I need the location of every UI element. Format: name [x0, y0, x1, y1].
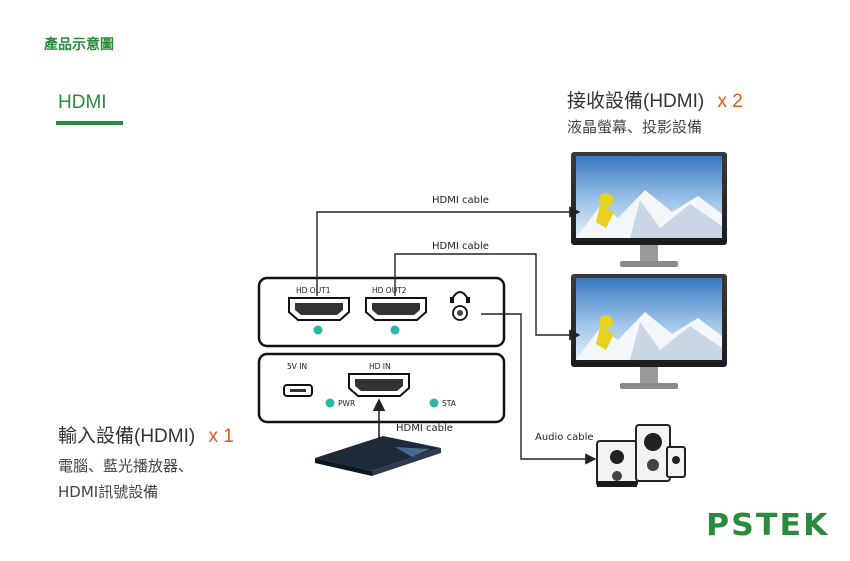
pstek-logo: PSTEK [706, 508, 830, 543]
cable-out1 [316, 206, 581, 296]
source-multiplier: x 1 [208, 426, 234, 447]
port-label-out2: HD OUT2 [372, 286, 407, 295]
cable-out2 [394, 253, 581, 341]
tab-underline [56, 121, 123, 125]
source-line-1: 電腦、藍光播放器、 [58, 457, 194, 475]
sta-led [429, 398, 439, 408]
port-label-power: 5V IN [287, 362, 307, 371]
receiver-heading: 接收設備(HDMI) x 2 [567, 86, 743, 113]
out1-led [313, 325, 323, 335]
sta-label: STA [442, 399, 457, 408]
audio-jack [452, 305, 468, 321]
cable-label-out2: HDMI cable [432, 241, 489, 252]
headphone-icon [450, 291, 470, 303]
cable-label-audio: Audio cable [535, 432, 594, 443]
port-label-out1: HD OUT1 [296, 286, 331, 295]
receiver-multiplier: x 2 [717, 91, 743, 112]
port-label-input: HD IN [369, 362, 391, 371]
page-title: 產品示意圖 [44, 37, 114, 53]
out2-led [390, 325, 400, 335]
source-title: 輸入設備(HDMI) [58, 426, 196, 447]
hdmi-out2-port [365, 297, 427, 321]
hdmi-out1-port [288, 297, 350, 321]
source-heading: 輸入設備(HDMI) x 1 [58, 421, 234, 448]
hdmi-in-port [348, 373, 410, 397]
cable-audio [481, 313, 597, 465]
monitor-1 [571, 152, 727, 267]
source-line-2: HDMI訊號設備 [58, 483, 159, 501]
speakers [596, 424, 686, 487]
receiver-subtitle: 液晶螢幕、投影設備 [567, 118, 703, 136]
pwr-label: PWR [338, 399, 355, 408]
monitor-2 [571, 274, 727, 389]
receiver-title: 接收設備(HDMI) [567, 91, 705, 112]
bluray-player [315, 436, 441, 476]
pwr-led [325, 398, 335, 408]
tab-hdmi[interactable]: HDMI [58, 92, 107, 113]
cable-label-out1: HDMI cable [432, 195, 489, 206]
cable-label-in: HDMI cable [396, 423, 453, 434]
